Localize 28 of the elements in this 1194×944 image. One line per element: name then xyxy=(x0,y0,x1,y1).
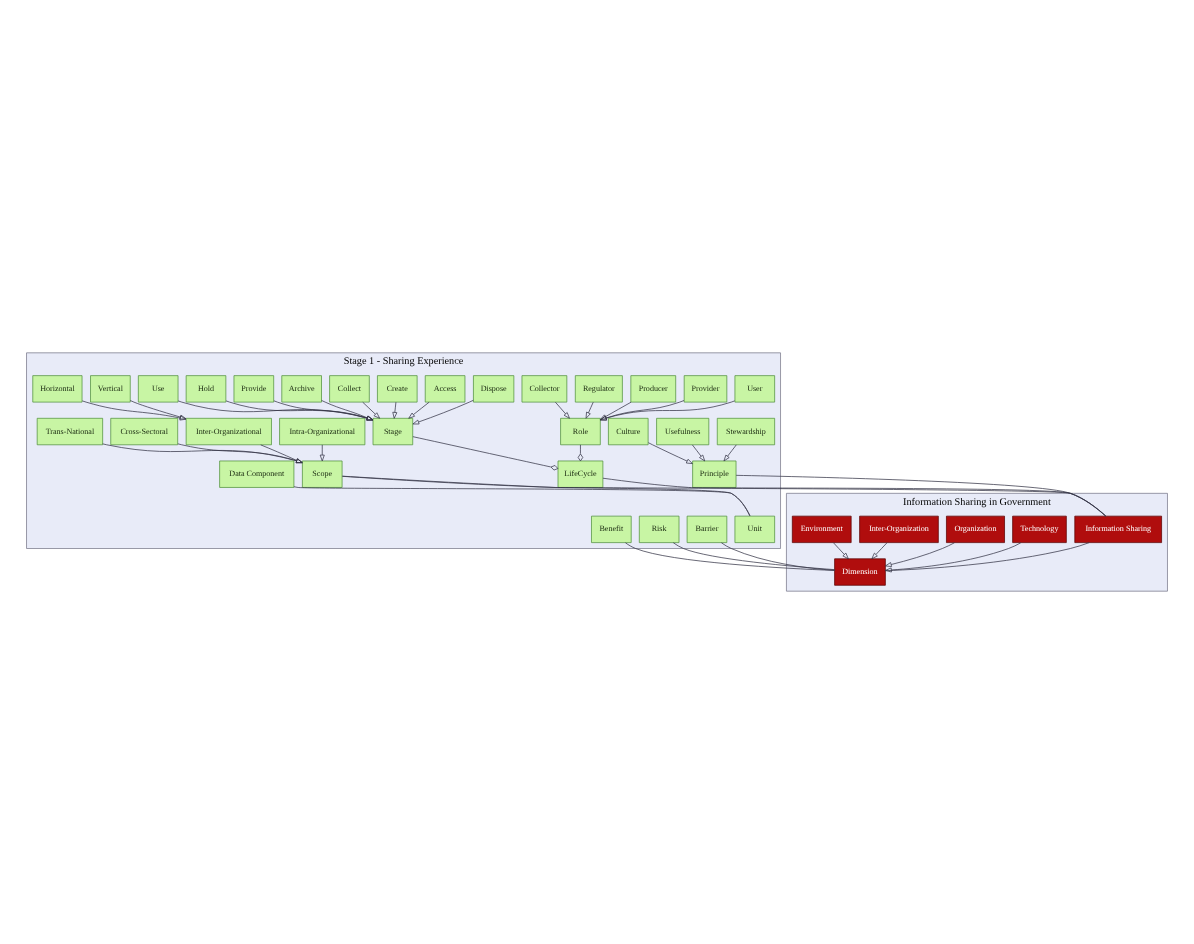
arrow xyxy=(585,401,594,419)
connector xyxy=(293,486,751,517)
connector xyxy=(885,542,1090,572)
arrow xyxy=(555,401,570,419)
arrow xyxy=(885,542,1022,573)
arrow xyxy=(102,443,303,464)
connector xyxy=(412,436,559,471)
arrow xyxy=(833,542,849,560)
arrow xyxy=(599,401,632,420)
arrow xyxy=(871,542,888,560)
arrow xyxy=(319,444,325,462)
connector xyxy=(735,474,1106,517)
arrow xyxy=(362,401,381,419)
connector xyxy=(625,542,835,571)
connector xyxy=(577,444,584,462)
arrow xyxy=(723,444,737,462)
connector xyxy=(342,475,1107,517)
arrow xyxy=(392,401,398,419)
arrow xyxy=(885,542,955,567)
arrow xyxy=(600,400,685,421)
arrow xyxy=(412,399,474,425)
connector xyxy=(672,542,835,570)
arrow xyxy=(408,401,430,419)
arrow xyxy=(225,400,374,421)
connector xyxy=(602,477,1107,517)
connector xyxy=(721,542,835,571)
arrow xyxy=(648,442,693,464)
arrow xyxy=(692,444,706,462)
